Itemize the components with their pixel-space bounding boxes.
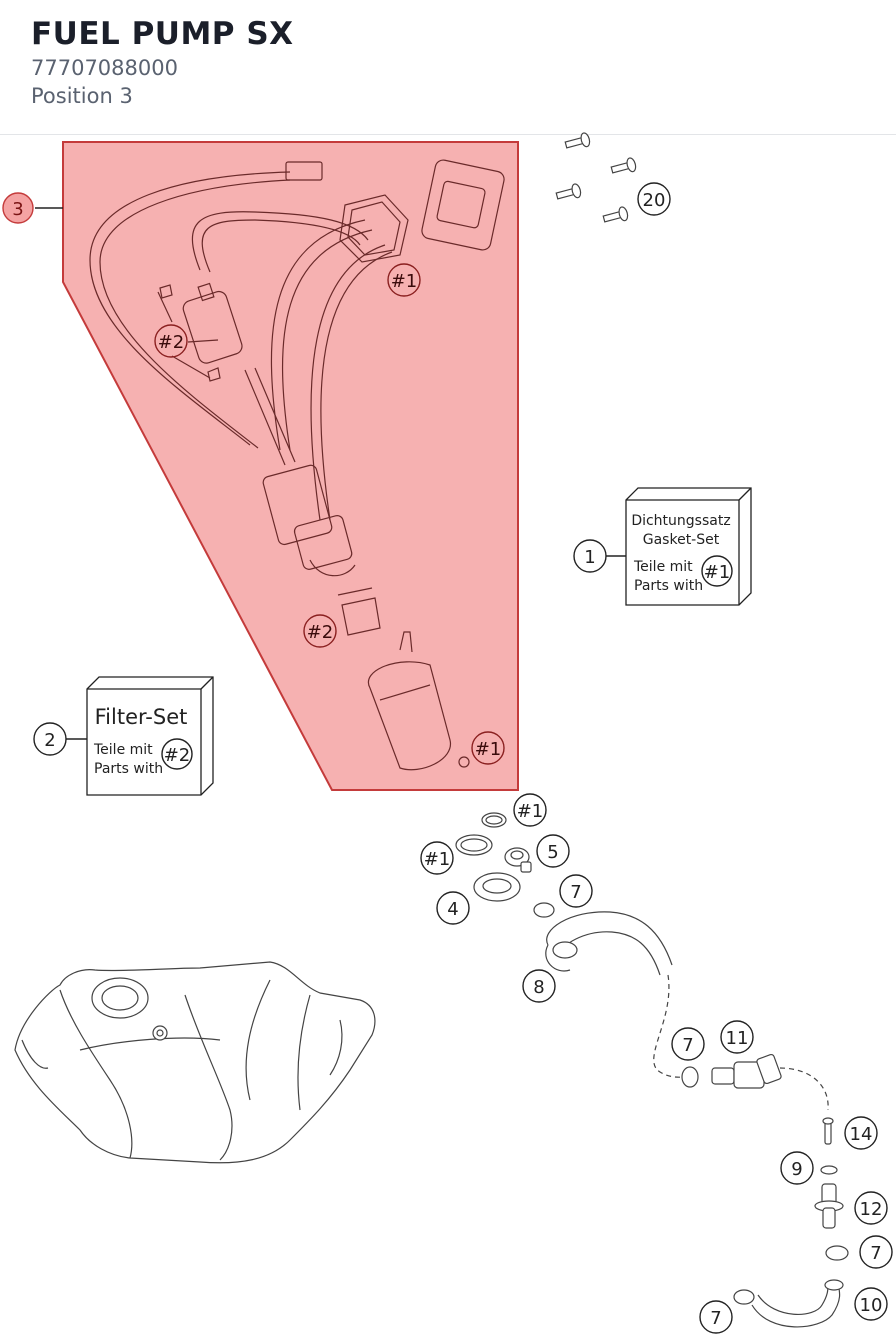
callout-12[interactable]: 12 <box>854 1191 888 1225</box>
callout-ref-2-filter[interactable]: #2 <box>154 324 188 358</box>
svg-text:#2: #2 <box>158 332 185 353</box>
gasket-set-title-de: Dichtungssatz <box>631 513 730 529</box>
callout-ref-2-filter-box[interactable]: #2 <box>161 738 193 770</box>
callout-9[interactable]: 9 <box>780 1151 814 1185</box>
svg-text:7: 7 <box>682 1035 693 1056</box>
svg-text:7: 7 <box>870 1243 881 1264</box>
svg-text:#1: #1 <box>704 562 731 583</box>
fitting-drawing <box>814 1117 849 1261</box>
callout-5[interactable]: 5 <box>536 834 570 868</box>
callout-ref-2-strainer[interactable]: #2 <box>303 614 337 648</box>
svg-text:#2: #2 <box>307 622 334 643</box>
bottom-hose-drawing <box>733 1279 844 1328</box>
screws-drawing <box>555 132 637 223</box>
fuel-hose-drawing <box>545 911 691 1078</box>
callout-11[interactable]: 11 <box>720 1020 754 1054</box>
callout-14[interactable]: 14 <box>844 1116 878 1150</box>
fuel-pump-assembly-drawing <box>89 159 505 771</box>
callout-20[interactable]: 20 <box>637 182 671 216</box>
part-number: 77707088000 <box>31 56 178 80</box>
callout-7-right[interactable]: 7 <box>859 1235 893 1269</box>
svg-text:#1: #1 <box>517 801 544 822</box>
svg-text:#1: #1 <box>424 849 451 870</box>
connector-drawing <box>681 1053 829 1111</box>
callout-ref-1-assembly-bottom[interactable]: #1 <box>471 731 505 765</box>
fuel-pump-assembly-highlight[interactable] <box>62 141 519 791</box>
svg-text:2: 2 <box>44 730 55 751</box>
position-label: Position 3 <box>31 84 133 108</box>
svg-text:1: 1 <box>584 547 595 568</box>
svg-text:9: 9 <box>791 1159 802 1180</box>
page-header: FUEL PUMP SX 77707088000 Position 3 <box>0 0 896 135</box>
gasket-set-title-en: Gasket-Set <box>643 532 720 548</box>
svg-text:14: 14 <box>850 1124 873 1145</box>
seal-parts-drawing <box>455 812 555 918</box>
svg-text:#2: #2 <box>164 745 191 766</box>
callout-3[interactable]: 3 <box>2 192 34 224</box>
callout-ref-1-oring-large[interactable]: #1 <box>420 841 454 875</box>
svg-text:4: 4 <box>447 899 458 920</box>
callout-1[interactable]: 1 <box>573 539 607 573</box>
callout-ref-1-gasket-box[interactable]: #1 <box>701 555 733 587</box>
gasket-set-teile: Teile mit <box>633 559 693 575</box>
gasket-set-parts: Parts with <box>634 578 703 594</box>
filter-set-box[interactable]: Filter-Set Teile mit Parts with <box>86 676 214 796</box>
callout-7-middle[interactable]: 7 <box>671 1027 705 1061</box>
callout-ref-1-assembly-top[interactable]: #1 <box>387 263 421 297</box>
fuel-tank-drawing <box>14 961 376 1164</box>
gasket-set-box[interactable]: Dichtungssatz Gasket-Set Teile mit Parts… <box>625 487 752 606</box>
filter-set-title: Filter-Set <box>95 705 188 729</box>
page-title: FUEL PUMP SX <box>31 16 294 52</box>
svg-text:#1: #1 <box>391 271 418 292</box>
filter-set-parts: Parts with <box>94 761 163 777</box>
filter-set-teile: Teile mit <box>93 742 153 758</box>
callout-7-upper[interactable]: 7 <box>559 874 593 908</box>
svg-text:20: 20 <box>643 190 666 211</box>
svg-text:5: 5 <box>547 842 558 863</box>
callout-3-label: 3 <box>12 199 23 220</box>
callout-2[interactable]: 2 <box>33 722 67 756</box>
svg-text:10: 10 <box>860 1295 883 1316</box>
svg-text:8: 8 <box>533 977 544 998</box>
callout-10[interactable]: 10 <box>854 1287 888 1321</box>
callout-7-bottom[interactable]: 7 <box>699 1300 733 1334</box>
svg-text:#1: #1 <box>475 739 502 760</box>
svg-text:7: 7 <box>570 882 581 903</box>
svg-text:7: 7 <box>710 1308 721 1329</box>
callout-ref-1-oring-small[interactable]: #1 <box>513 793 547 827</box>
callout-4[interactable]: 4 <box>436 891 470 925</box>
svg-text:12: 12 <box>860 1199 883 1220</box>
svg-text:11: 11 <box>726 1028 749 1049</box>
callout-8[interactable]: 8 <box>522 969 556 1003</box>
